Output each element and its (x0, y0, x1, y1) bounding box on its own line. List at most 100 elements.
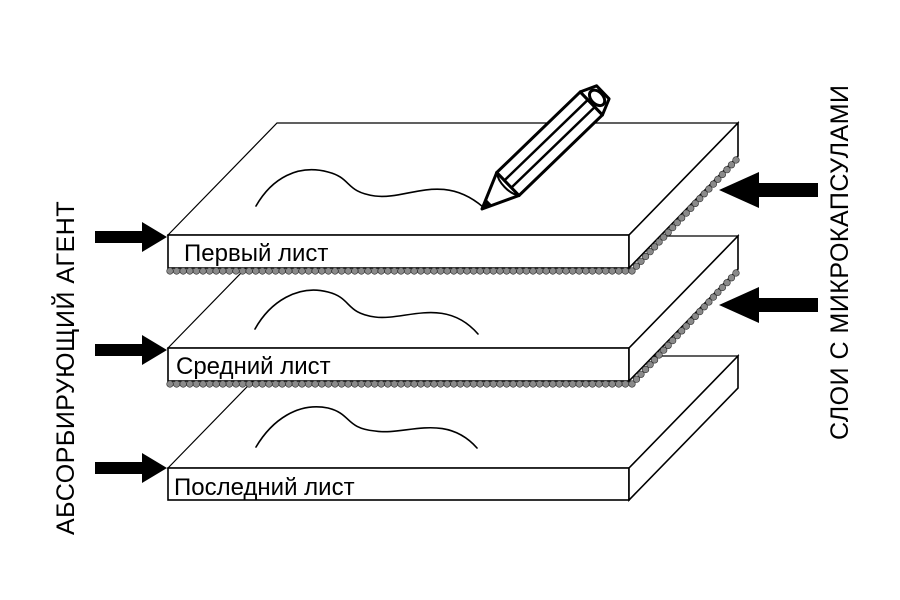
microcapsule (650, 356, 659, 364)
microcapsule (324, 267, 333, 275)
microcapsule (542, 380, 550, 388)
microcapsule-layers-label: СЛОИ С МИКРОКАПСУЛАМИ (826, 85, 854, 441)
pencil-icon (480, 84, 611, 211)
microcapsule (364, 267, 372, 275)
microcapsule (632, 375, 641, 383)
microcapsule (384, 267, 392, 275)
sheet-last-side-edge (628, 354, 739, 502)
microcapsule (179, 267, 187, 275)
microcapsule (714, 288, 722, 296)
microcapsule (555, 380, 564, 388)
absorbing-agent-label: АБСОРБИРУЮЩИЙ АГЕНТ (50, 201, 80, 535)
microcapsule (509, 380, 517, 388)
microcapsule (390, 267, 399, 275)
microcapsule (608, 380, 616, 388)
sheet-last-label: Последний лист (174, 474, 355, 501)
microcapsule (641, 365, 650, 374)
microcapsule (252, 380, 260, 388)
arrow-right-icon (95, 335, 167, 365)
microcapsule (646, 248, 654, 256)
microcapsule (529, 380, 537, 388)
microcapsule (595, 380, 603, 388)
arrow-left-icon (719, 287, 818, 323)
microcapsule (423, 380, 432, 388)
microcapsule (549, 380, 557, 388)
microcapsule (660, 346, 668, 354)
microcapsule (621, 267, 630, 275)
microcapsule (575, 267, 583, 275)
microcapsule (305, 380, 313, 388)
microcapsule (705, 298, 713, 306)
microcapsule (318, 380, 326, 388)
microcapsule (700, 303, 708, 311)
microcapsule (291, 267, 300, 275)
microcapsule (219, 380, 227, 388)
microcapsule (357, 380, 366, 388)
microcapsule (470, 267, 478, 275)
microcapsule (608, 267, 616, 275)
microcapsule (305, 267, 313, 275)
microcapsule (298, 267, 306, 275)
microcapsule (278, 267, 286, 275)
microcapsule (503, 380, 511, 388)
microcapsule (535, 267, 544, 275)
microcapsule (696, 308, 704, 316)
microcapsule (696, 195, 704, 203)
microcapsule (562, 380, 570, 388)
microcapsule (673, 332, 681, 340)
microcapsule (199, 267, 207, 275)
microcapsule (682, 322, 690, 330)
microcapsule (723, 279, 731, 287)
microcapsule (377, 267, 385, 275)
microcapsule (673, 219, 681, 227)
microcapsule (423, 267, 432, 275)
microcapsule (709, 180, 718, 188)
microcapsule (516, 267, 524, 275)
microcapsule (582, 267, 590, 275)
sheet-middle-writing (254, 289, 479, 335)
sheet-first: Первый лист (166, 121, 740, 275)
microcapsule (291, 380, 300, 388)
microcapsule (705, 185, 713, 193)
microcapsule (371, 267, 379, 275)
microcapsule (404, 380, 412, 388)
microcapsule (595, 267, 603, 275)
microcapsule (285, 267, 293, 275)
sheet-last-writing (255, 406, 478, 449)
microcapsule (443, 267, 451, 275)
microcapsule (232, 267, 240, 275)
arrow-left-icon (719, 172, 818, 208)
microcapsule (516, 380, 524, 388)
sheet-middle-label: Средний лист (176, 353, 331, 380)
microcapsule (272, 380, 280, 388)
microcapsule (212, 267, 220, 275)
microcapsule (173, 267, 181, 275)
microcapsule (311, 267, 319, 275)
microcapsule (206, 267, 214, 275)
microcapsule (252, 267, 260, 275)
microcapsule (522, 267, 531, 275)
microcapsule (503, 267, 511, 275)
microcapsule (687, 317, 695, 325)
sheet-first-label: Первый лист (184, 240, 328, 267)
microcapsule (245, 267, 253, 275)
microcapsule (192, 380, 200, 388)
microcapsule (338, 380, 346, 388)
microcapsule (278, 380, 286, 388)
sheet-last-front-edge (167, 467, 630, 501)
microcapsule (621, 380, 630, 388)
microcapsule (522, 380, 531, 388)
microcapsule (483, 380, 491, 388)
microcapsule (239, 267, 247, 275)
microcapsule (637, 370, 645, 378)
microcapsule (549, 267, 557, 275)
microcapsule (318, 267, 326, 275)
microcapsule (173, 380, 181, 388)
microcapsule (615, 380, 623, 388)
microcapsule-layer-first (166, 156, 740, 275)
microcapsule (351, 267, 359, 275)
microcapsule (212, 380, 220, 388)
microcapsule (463, 380, 471, 388)
microcapsule (285, 380, 293, 388)
